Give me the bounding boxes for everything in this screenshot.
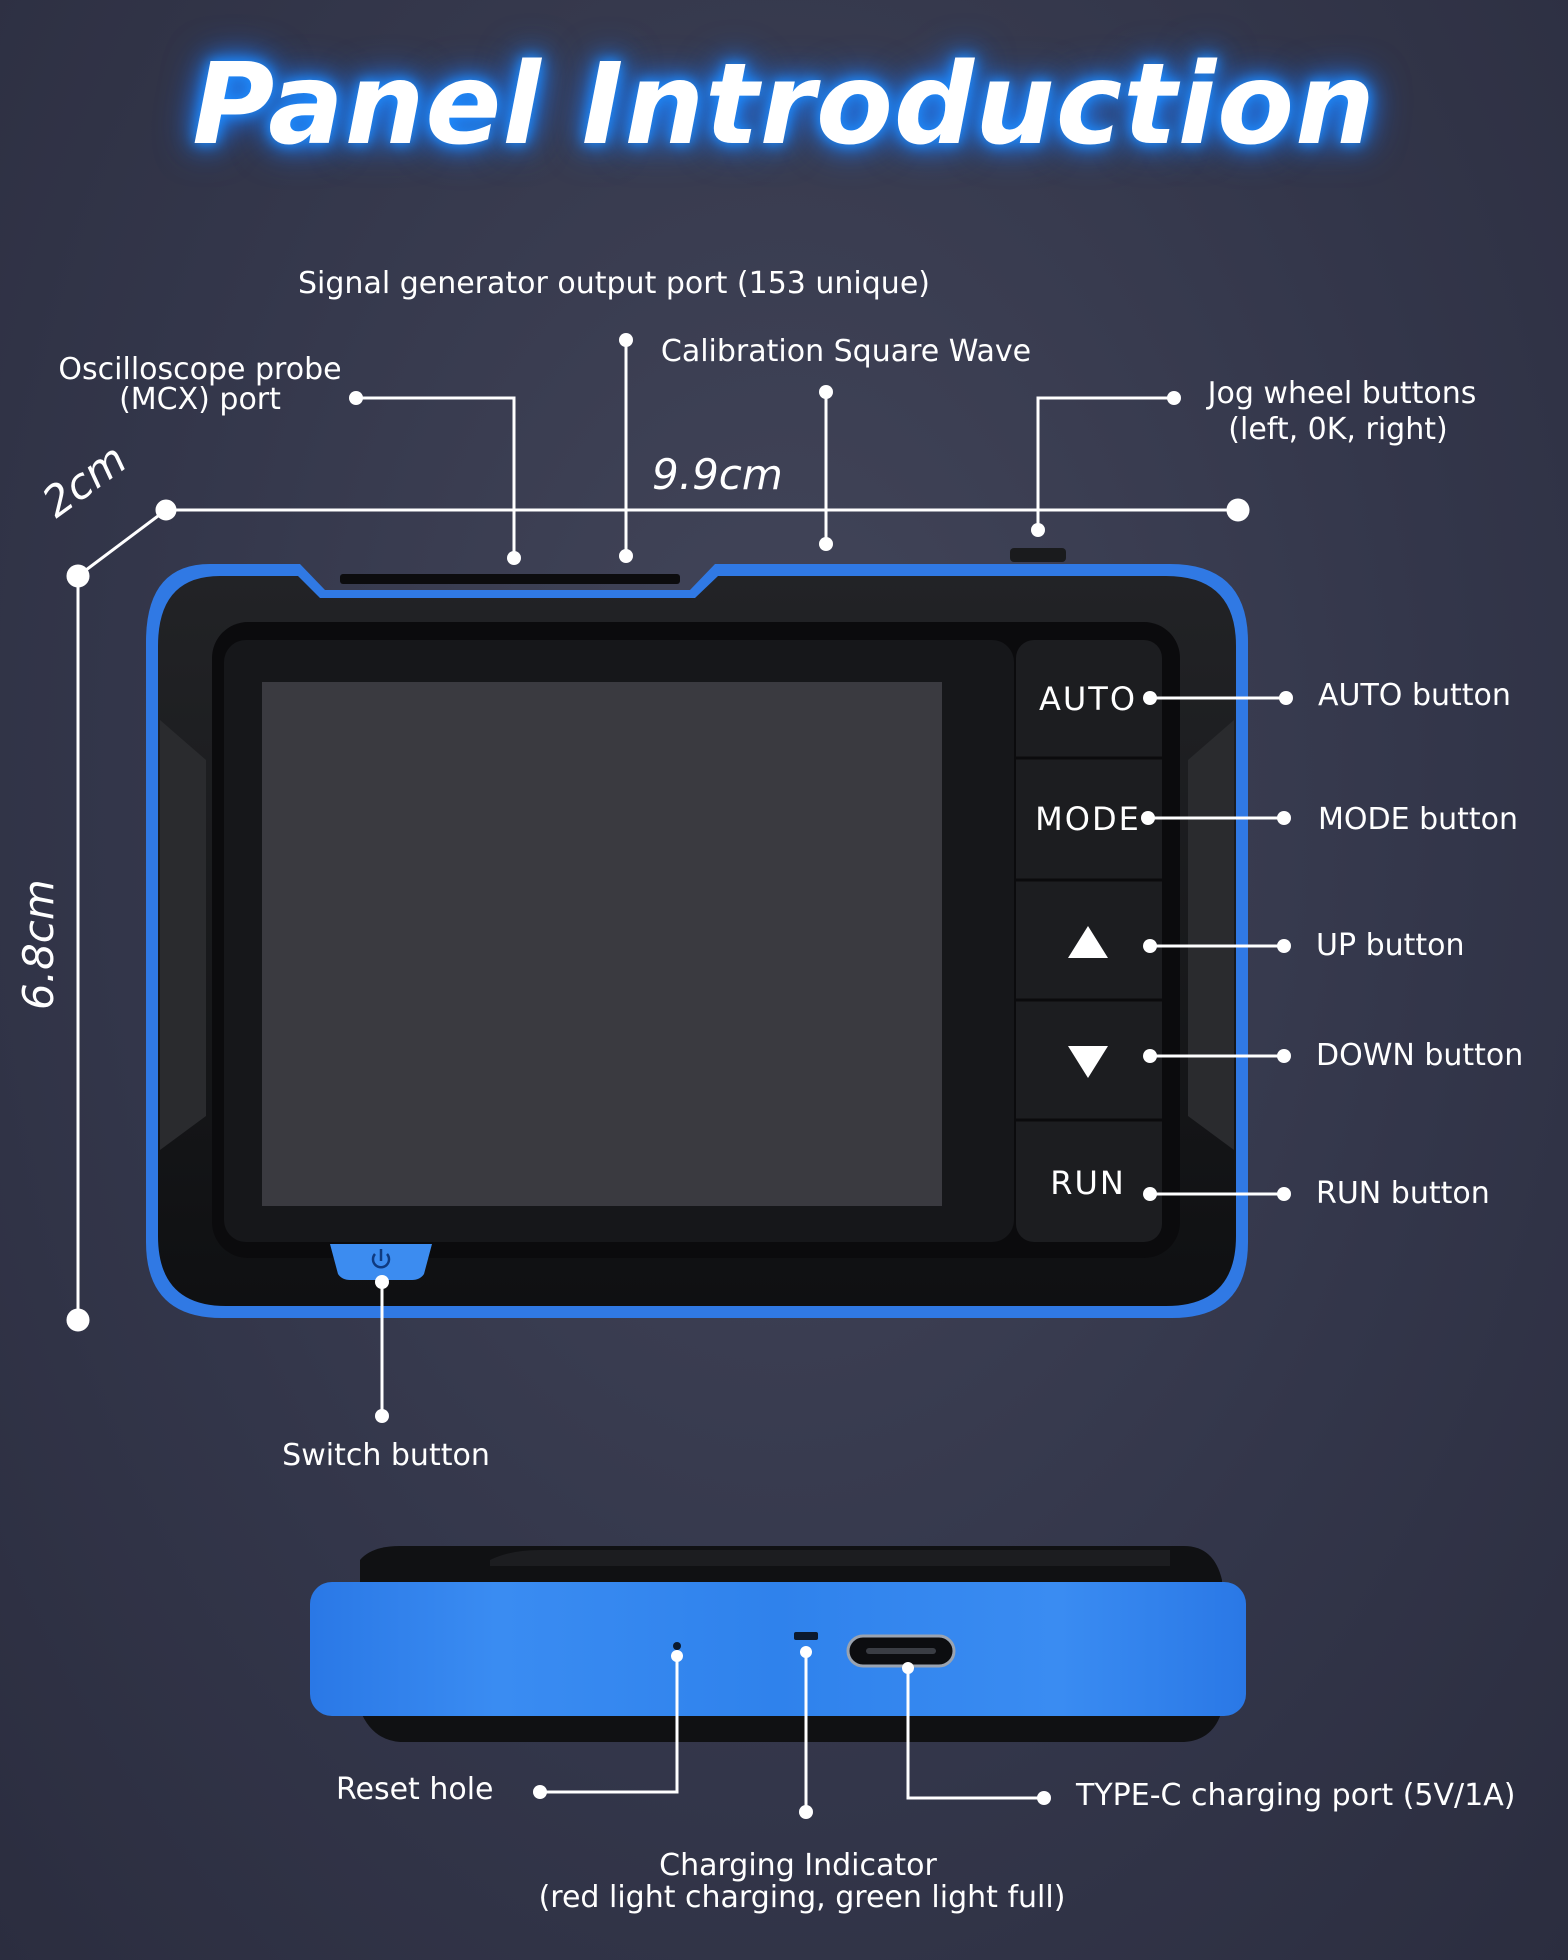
run-button-label: RUN button bbox=[1316, 1176, 1490, 1211]
calibration-label: Calibration Square Wave bbox=[660, 334, 1032, 369]
auto-button-label: AUTO button bbox=[1318, 678, 1511, 713]
jog-wheel bbox=[1010, 548, 1066, 562]
probe-label-line1: Oscilloscope probe bbox=[58, 352, 342, 387]
callout-lines bbox=[356, 340, 1286, 1416]
device-mode-label[interactable]: MODE bbox=[1035, 800, 1141, 838]
triangle-up-icon[interactable] bbox=[1068, 926, 1108, 958]
device-auto-label[interactable]: AUTO bbox=[1038, 680, 1138, 718]
switch-button[interactable] bbox=[330, 1244, 432, 1280]
switch-button-label: Switch button bbox=[282, 1438, 490, 1473]
reset-hole bbox=[673, 1642, 681, 1650]
triangle-down-icon[interactable] bbox=[1068, 1046, 1108, 1078]
bottom-callout-lines bbox=[540, 1652, 1044, 1812]
probe-label-line2: (MCX) port bbox=[119, 382, 281, 417]
reset-hole-label: Reset hole bbox=[336, 1772, 494, 1807]
charging-indicator-led bbox=[794, 1632, 818, 1640]
screen bbox=[262, 682, 942, 1206]
bottom-blue-band bbox=[310, 1582, 1246, 1716]
device-front bbox=[146, 548, 1248, 1318]
device-run-label[interactable]: RUN bbox=[1050, 1164, 1126, 1202]
device-bottom bbox=[310, 1546, 1246, 1742]
page-title: Panel Introduction bbox=[192, 40, 1376, 170]
dimension-width: 9.9cm bbox=[652, 450, 783, 499]
charging-label-line2: (red light charging, green light full) bbox=[538, 1880, 1066, 1915]
dimension-height: 6.8cm bbox=[14, 879, 63, 1010]
signal-gen-label: Signal generator output port (153 unique… bbox=[298, 266, 930, 301]
left-grip bbox=[160, 720, 206, 1150]
charging-label-line1: Charging Indicator bbox=[659, 1848, 937, 1883]
power-icon bbox=[371, 1249, 391, 1269]
mode-button-label: MODE button bbox=[1318, 802, 1519, 837]
dimension-lines bbox=[66, 498, 1250, 1332]
bottom-callout-dots bbox=[533, 1646, 1051, 1819]
down-button-label: DOWN button bbox=[1316, 1038, 1524, 1073]
top-port-slot bbox=[340, 574, 680, 584]
up-button-label: UP button bbox=[1316, 928, 1465, 963]
jog-label-line1: Jog wheel buttons bbox=[1207, 376, 1477, 411]
typec-label: TYPE-C charging port (5V/1A) bbox=[1076, 1778, 1516, 1813]
jog-label-line2: (left, 0K, right) bbox=[1228, 412, 1448, 447]
callout-dots bbox=[349, 333, 1293, 1423]
right-grip bbox=[1188, 720, 1234, 1150]
